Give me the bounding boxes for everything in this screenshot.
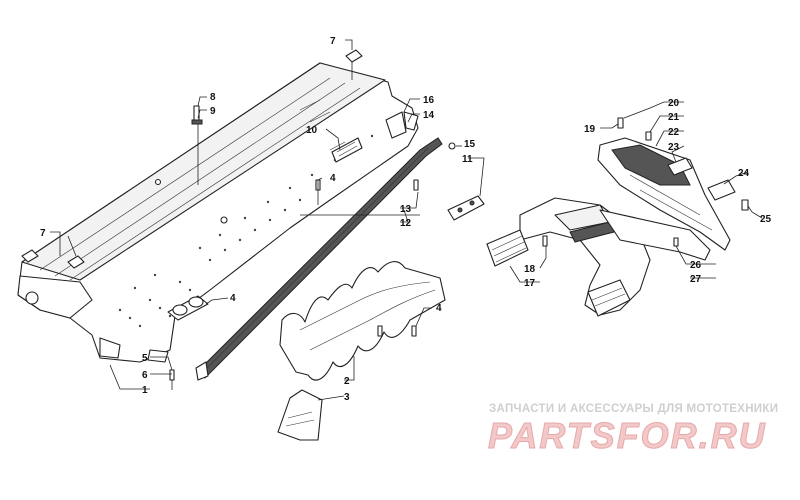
callout-4-right: 4 — [436, 303, 442, 314]
callout-6: 6 — [142, 370, 148, 381]
callout-4-middle: 4 — [230, 293, 236, 304]
callout-12: 12 — [400, 218, 412, 229]
leader-lines — [50, 39, 763, 401]
callout-21: 21 — [668, 112, 680, 123]
callout-27: 27 — [690, 274, 702, 285]
callout-3: 3 — [344, 392, 350, 403]
callout-16: 16 — [423, 95, 435, 106]
callout-7-left: 7 — [40, 228, 46, 239]
callout-18: 18 — [524, 264, 536, 275]
callout-1: 1 — [142, 385, 148, 396]
callout-2: 2 — [344, 376, 350, 387]
callout-7-top: 7 — [330, 36, 336, 47]
callout-20: 20 — [668, 98, 680, 109]
callout-10: 10 — [306, 125, 318, 136]
rear-bumper-assembly — [486, 197, 711, 317]
watermark-caption: ЗАПЧАСТИ И АКСЕССУАРЫ ДЛЯ МОТОТЕХНИКИ — [489, 403, 779, 415]
watermark-logo: PARTSFOR.RU — [488, 415, 767, 456]
callout-26: 26 — [690, 260, 702, 271]
slide-strip — [195, 137, 443, 381]
callout-23: 23 — [668, 142, 680, 153]
callout-8: 8 — [210, 92, 216, 103]
callout-15: 15 — [464, 139, 476, 150]
callout-14: 14 — [423, 110, 435, 121]
callout-11: 11 — [462, 154, 473, 165]
fasteners — [21, 49, 749, 381]
callout-19: 19 — [584, 124, 596, 135]
snow-flap — [597, 137, 731, 251]
vent-grille — [167, 295, 209, 321]
callout-9: 9 — [210, 106, 216, 117]
callout-13: 13 — [400, 204, 412, 215]
mounting-bracket — [277, 389, 323, 441]
callout-24: 24 — [738, 168, 750, 179]
callout-labels: 7 7 8 9 10 16 14 15 11 13 12 4 4 4 5 6 1… — [40, 36, 772, 403]
callout-22: 22 — [668, 127, 680, 138]
callout-25: 25 — [760, 214, 772, 225]
decal-24 — [707, 179, 736, 201]
decal-23 — [667, 157, 693, 176]
scalloped-guard — [279, 261, 446, 381]
end-plate — [447, 195, 485, 221]
callout-4-upper: 4 — [330, 173, 336, 184]
callout-17: 17 — [524, 278, 536, 289]
callout-5: 5 — [142, 353, 148, 364]
belly-pan — [17, 62, 419, 363]
